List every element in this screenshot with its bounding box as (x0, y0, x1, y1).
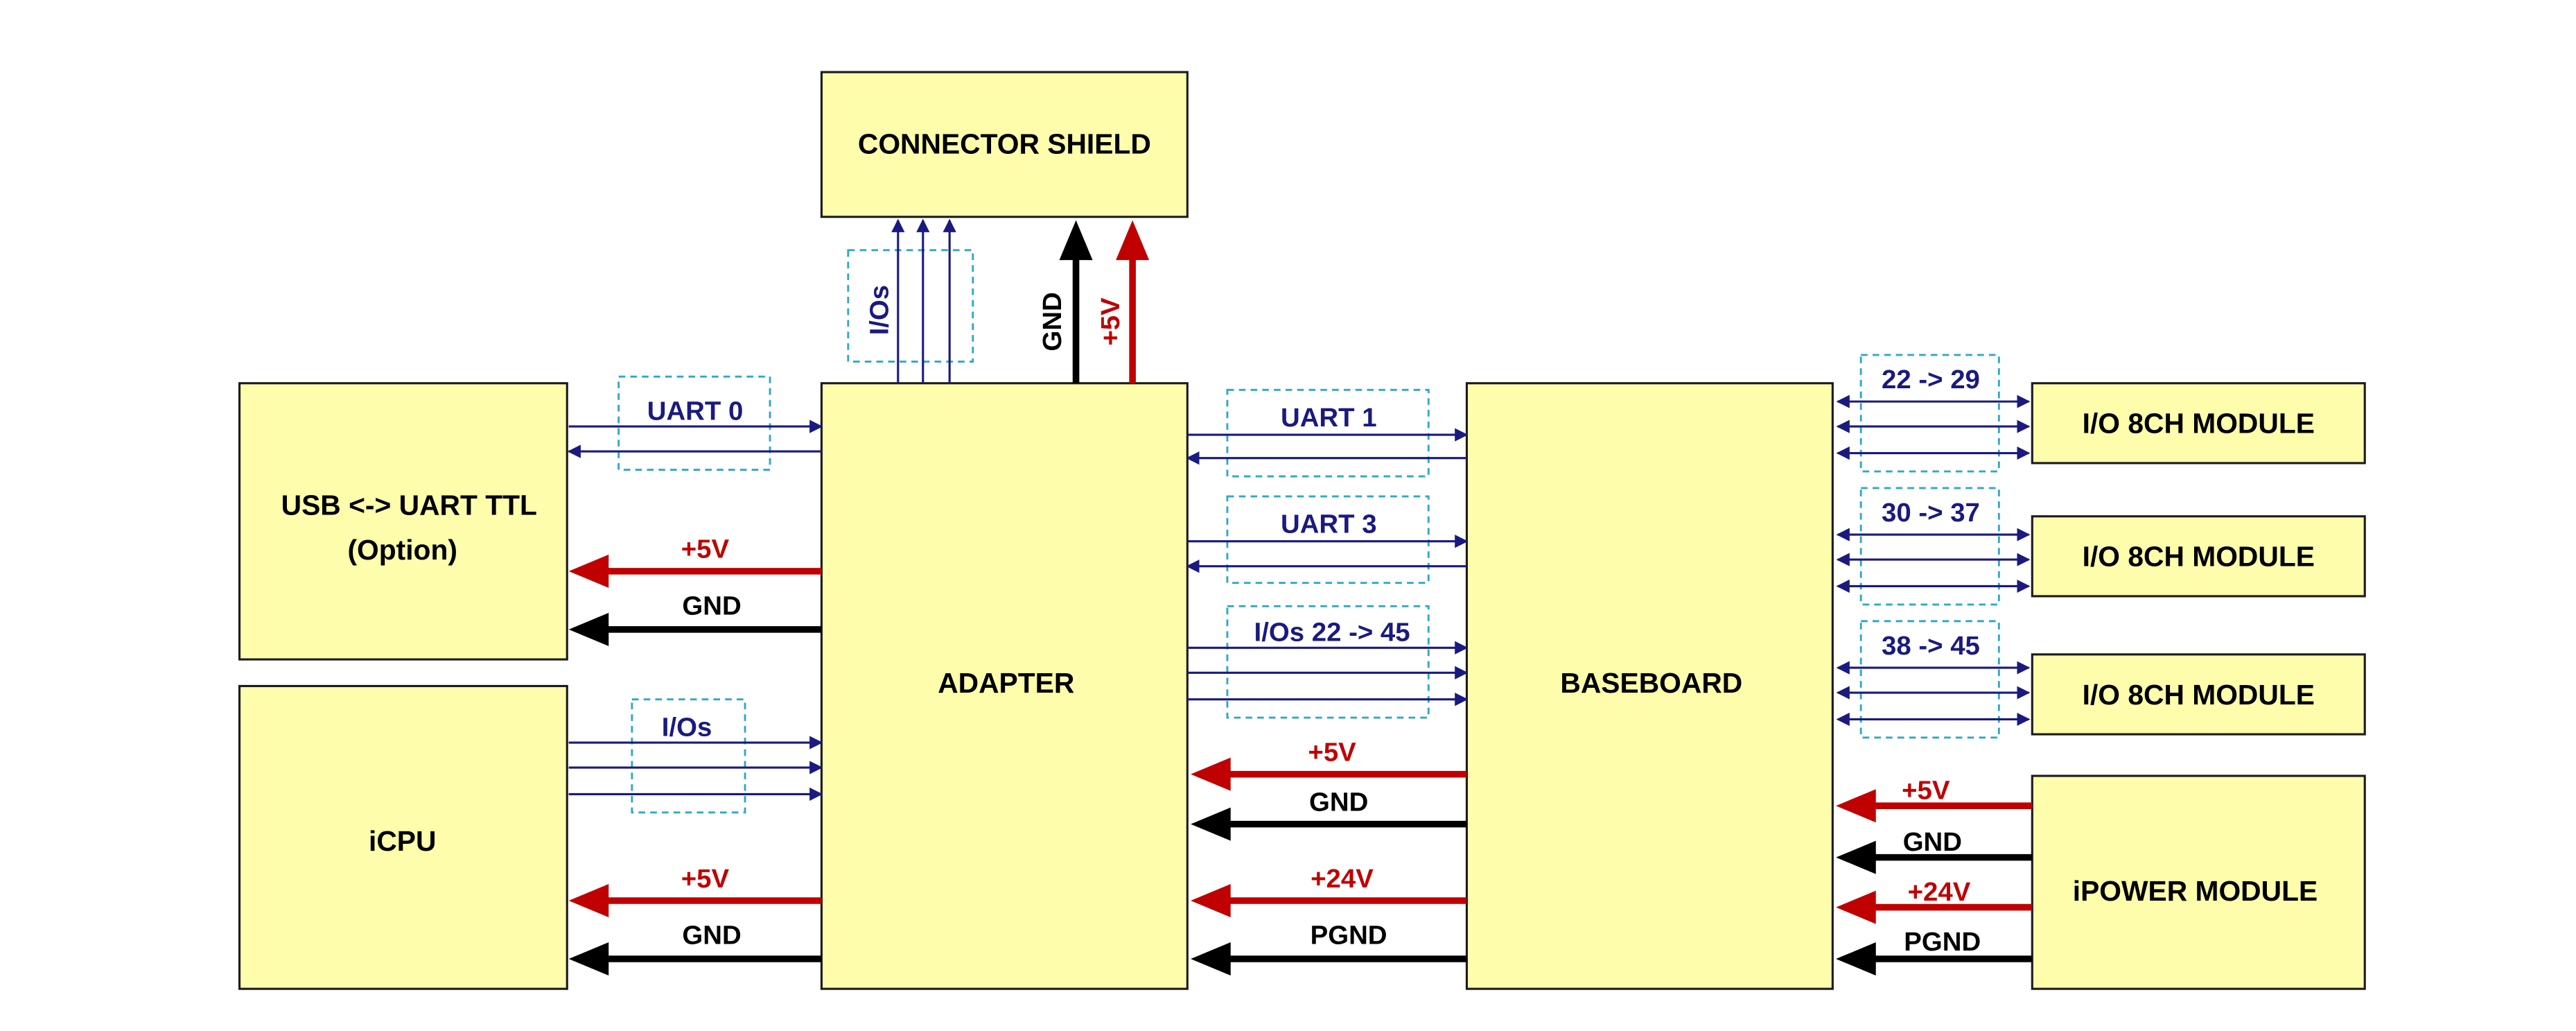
base-5v-line: +5V (1191, 737, 1467, 791)
base-gnd-line: GND (1191, 787, 1467, 841)
pwr-gnd-line: GND (1836, 827, 2033, 874)
io-module-2-label: I/O 8CH MODULE (2083, 541, 2315, 573)
io-30-37-bus: 30 -> 37 (1836, 487, 2031, 606)
ipower-module-block: iPOWER MODULE (2031, 774, 2366, 990)
pwr-pgnd-line: PGND (1836, 927, 2033, 976)
base-24v-line: +24V (1191, 864, 1467, 918)
icpu-gnd-label: GND (682, 920, 741, 950)
adapter-block: ADAPTER (820, 382, 1189, 990)
shield-gnd-line: GND (1037, 220, 1093, 383)
io-module-3-block: I/O 8CH MODULE (2031, 653, 2366, 736)
usb-uart-option-label: (Option) (347, 534, 457, 566)
uart1-label: UART 1 (1281, 403, 1377, 433)
io-module-1-block: I/O 8CH MODULE (2031, 382, 2366, 465)
pwr-gnd-label: GND (1903, 827, 1962, 857)
io-module-2-block: I/O 8CH MODULE (2031, 515, 2366, 598)
baseboard-label: BASEBOARD (1560, 667, 1742, 699)
io-38-45-label: 38 -> 45 (1882, 631, 1980, 661)
usb-uart-label: USB <-> UART TTL (281, 489, 537, 521)
shield-gnd-label: GND (1037, 292, 1067, 351)
icpu-5v-label: +5V (681, 864, 730, 894)
shield-ios-bus: I/Os (847, 218, 974, 383)
io-module-3-label: I/O 8CH MODULE (2083, 679, 2315, 711)
shield-5v-line: +5V (1096, 220, 1150, 383)
icpu-label: iCPU (369, 825, 436, 857)
icpu-block: iCPU (238, 684, 568, 990)
base-24v-label: +24V (1311, 864, 1374, 894)
base-pgnd-label: PGND (1311, 920, 1387, 950)
icpu-ios-group-box (631, 698, 746, 814)
pwr-5v-line: +5V (1836, 776, 2033, 823)
icpu-ios-label: I/Os (662, 712, 712, 742)
pwr-pgnd-label: PGND (1904, 927, 1981, 957)
uart3-label: UART 3 (1281, 510, 1377, 539)
usb-uart-block: USB <-> UART TTL (Option) (238, 382, 568, 661)
shield-5v-label: +5V (1096, 297, 1125, 346)
usb-5v-label: +5V (681, 535, 730, 564)
pwr-24v-label: +24V (1908, 877, 1971, 907)
shield-ios-label: I/Os (864, 285, 894, 336)
usb-gnd-label: GND (682, 591, 741, 621)
ios-22-45-bus: I/Os 22 -> 45 (1187, 605, 1469, 719)
adapter-label: ADAPTER (938, 667, 1074, 699)
baseboard-block: BASEBOARD (1465, 382, 1834, 990)
io-22-29-bus: 22 -> 29 (1836, 354, 2031, 473)
base-gnd-label: GND (1309, 787, 1368, 817)
shield-ios-group-box (847, 249, 974, 363)
uart1-group-box (1226, 388, 1430, 478)
io-22-29-label: 22 -> 29 (1882, 365, 1980, 395)
uart1-bus: UART 1 (1186, 388, 1469, 478)
uart3-bus: UART 3 (1186, 495, 1469, 584)
pwr-24v-line: +24V (1836, 877, 2033, 924)
io-38-45-bus: 38 -> 45 (1836, 620, 2031, 739)
icpu-5v-line: +5V (568, 864, 822, 918)
ios-22-45-group-box (1226, 605, 1430, 719)
uart0-bus: UART 0 (567, 375, 823, 471)
io-module-1-label: I/O 8CH MODULE (2083, 408, 2315, 440)
icpu-gnd-line: GND (568, 920, 822, 976)
pwr-5v-label: +5V (1902, 776, 1950, 806)
usb-5v-line: +5V (568, 535, 822, 588)
ios-22-45-label: I/Os 22 -> 45 (1254, 618, 1410, 648)
base-pgnd-line: PGND (1191, 920, 1467, 976)
io-30-37-label: 30 -> 37 (1882, 498, 1980, 528)
connector-shield-label: CONNECTOR SHIELD (858, 128, 1151, 160)
uart3-group-box (1226, 495, 1430, 584)
ipower-module-label: iPOWER MODULE (2073, 875, 2317, 907)
base-5v-label: +5V (1308, 737, 1356, 767)
uart0-label: UART 0 (647, 397, 744, 426)
connector-shield-block: CONNECTOR SHIELD (820, 71, 1189, 218)
usb-gnd-line: GND (568, 591, 822, 646)
icpu-ios-bus: I/Os (568, 698, 823, 814)
